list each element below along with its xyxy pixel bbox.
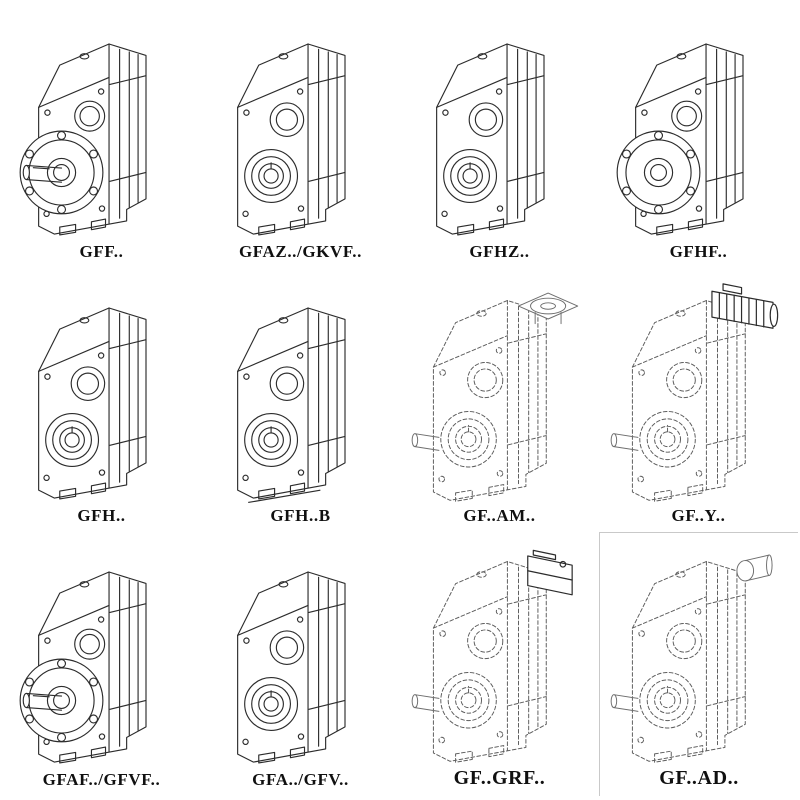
model-label: GFHF.. — [669, 242, 728, 261]
gearbox-drawing-gfaf-gfvf — [19, 571, 147, 764]
model-label: GFHZ.. — [469, 242, 530, 261]
catalog-cell: GFAZ../GKVF.. — [201, 4, 400, 268]
gearbox-drawing-gfh — [37, 307, 147, 500]
gearbox-drawing-gfa-gfv — [236, 571, 346, 764]
gearbox-drawing-gf-y — [610, 283, 778, 502]
gearbox-drawing-gff — [19, 43, 147, 236]
catalog-cell: GFAF../GFVF.. — [2, 532, 201, 796]
model-label: GFH..B — [270, 506, 331, 525]
model-label: GFA../GFV.. — [252, 770, 349, 789]
model-label: GFAZ../GKVF.. — [238, 242, 363, 261]
catalog-cell: GFF.. — [2, 4, 201, 268]
model-label: GF..AM.. — [463, 506, 536, 525]
gearbox-drawing-gf-grf — [411, 549, 573, 763]
gearbox-drawing-gf-am — [411, 292, 578, 502]
model-label: GF..GRF.. — [453, 767, 546, 789]
catalog-cell: GF..Y.. — [599, 268, 798, 532]
catalog-cell: GFHF.. — [599, 4, 798, 268]
catalog-cell: GF..AM.. — [400, 268, 599, 532]
model-label: GF..Y.. — [671, 506, 726, 525]
catalog-cell: GFHZ.. — [400, 4, 599, 268]
catalog-cell: GFH..B — [201, 268, 400, 532]
gearbox-drawing-gfhf — [616, 43, 744, 236]
gearbox-drawing-gfhz — [435, 43, 545, 236]
gearbox-drawing-gfaz-gkvf — [236, 43, 346, 236]
model-label: GFF.. — [79, 242, 124, 261]
model-label: GF..AD.. — [659, 767, 739, 789]
catalog-cell: GFH.. — [2, 268, 201, 532]
model-label: GFH.. — [77, 506, 126, 525]
catalog-cell: GFA../GFV.. — [201, 532, 400, 796]
model-label: GFAF../GFVF.. — [42, 770, 161, 789]
gearbox-drawing-gf-ad — [610, 554, 773, 763]
catalog-cell: GF..GRF.. — [400, 532, 599, 796]
catalog-cell: GF..AD.. — [599, 532, 798, 796]
gearbox-drawing-gfh-b — [236, 307, 346, 504]
